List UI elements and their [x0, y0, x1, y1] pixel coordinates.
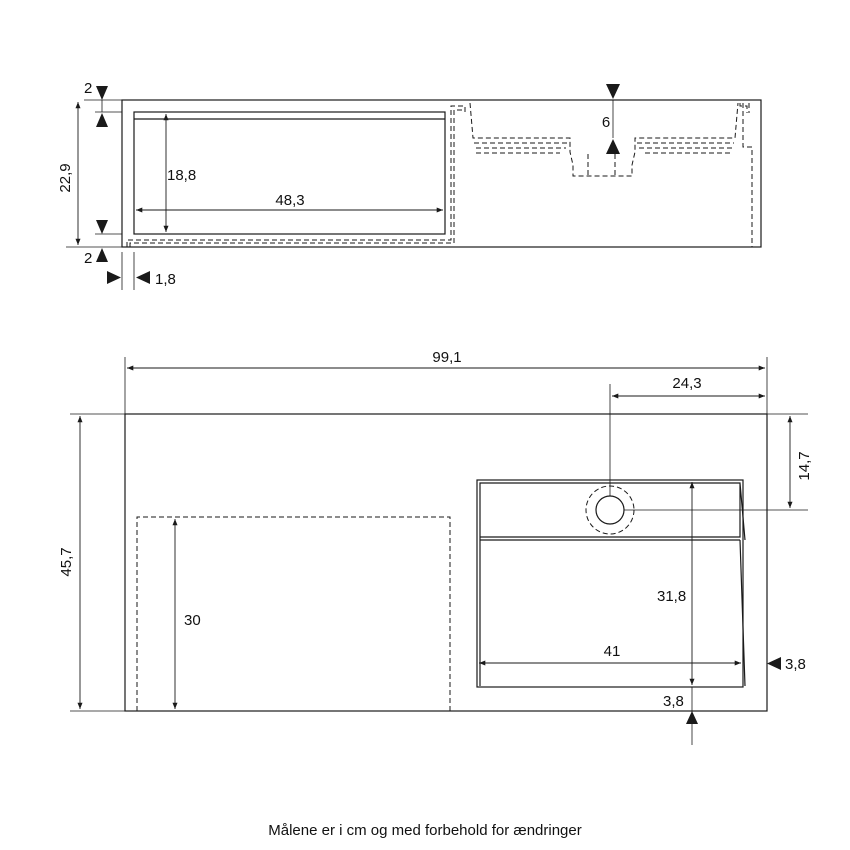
side-view — [66, 84, 762, 290]
side-dim-wall-arrow-right — [107, 271, 121, 284]
side-dim-basin-depth-arrow-down — [606, 84, 620, 99]
side-dim-wall-arrow-left — [136, 271, 150, 284]
side-dim-bottom-lip-arrow-down — [96, 220, 108, 234]
label-side-shelf-width: 48,3 — [275, 192, 304, 209]
top-dim-basin-front-margin-arrow — [686, 711, 698, 724]
label-side-basin-depth: 6 — [602, 114, 610, 131]
label-top-basin-right-margin: 3,8 — [785, 656, 806, 673]
label-top-basin-depth: 31,8 — [657, 588, 686, 605]
label-top-basin-front-margin: 3,8 — [663, 693, 684, 710]
side-view-outline — [121, 99, 762, 248]
label-side-top-lip: 2 — [84, 80, 92, 97]
top-view-basin-inner — [479, 482, 746, 687]
label-side-bottom-lip: 2 — [84, 250, 92, 267]
top-view — [70, 357, 808, 745]
label-side-shelf-height: 18,8 — [167, 167, 196, 184]
top-view-outline — [124, 413, 768, 712]
side-view-hidden-lines — [126, 102, 753, 247]
side-view-shelf-cavity — [133, 111, 446, 235]
footer-note: Målene er i cm og med forbehold for ændr… — [268, 822, 582, 839]
side-dim-basin-depth-arrow-up — [606, 139, 620, 154]
label-top-drain-offset: 24,3 — [672, 375, 701, 392]
label-side-wall: 1,8 — [155, 271, 176, 288]
dimension-labels: 2 22,9 2 1,8 18,8 48,3 6 99,1 24,3 45,7 … — [57, 80, 813, 710]
side-dim-top-lip-arrow-down — [96, 86, 108, 100]
label-top-total-width: 99,1 — [432, 349, 461, 366]
label-top-total-depth: 45,7 — [58, 547, 75, 576]
side-dim-top-lip-arrow-up — [96, 113, 108, 127]
label-top-shelf-depth: 30 — [184, 612, 201, 629]
side-dim-bottom-lip-arrow-up — [96, 248, 108, 262]
top-view-drain-inner — [595, 495, 625, 525]
top-view-shelf-hidden — [136, 516, 451, 711]
label-top-drain-from-back: 14,7 — [796, 451, 813, 480]
label-side-total-height: 22,9 — [57, 163, 74, 192]
label-top-basin-width: 41 — [604, 643, 621, 660]
top-dim-basin-right-margin-arrow — [767, 657, 781, 670]
